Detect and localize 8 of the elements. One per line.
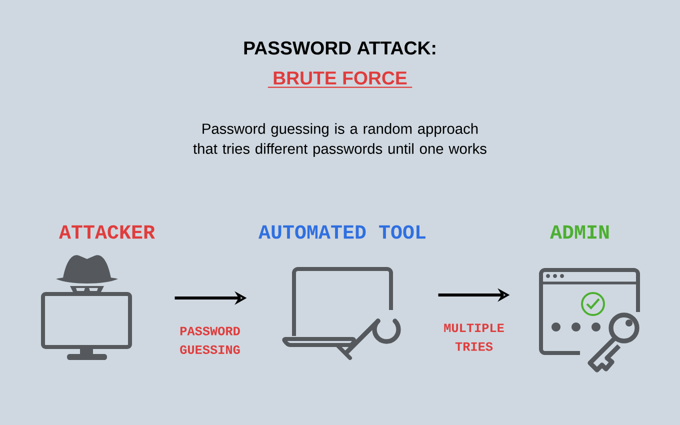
subtitle: BRUTE FORCE: [274, 71, 407, 85]
edge-label: MULTIPLE TRIES: [444, 324, 504, 351]
heading: AUTOMATED TOOL: [258, 225, 426, 239]
title: PASSWORD ATTACK:: [244, 41, 436, 55]
description: Password guessing is a random approach that tries different passwords until one works: [193, 123, 486, 157]
heading: ADMIN: [550, 225, 609, 239]
heading: ATTACKER: [59, 225, 155, 239]
edge-label: PASSWORD GUESSING: [180, 326, 240, 354]
